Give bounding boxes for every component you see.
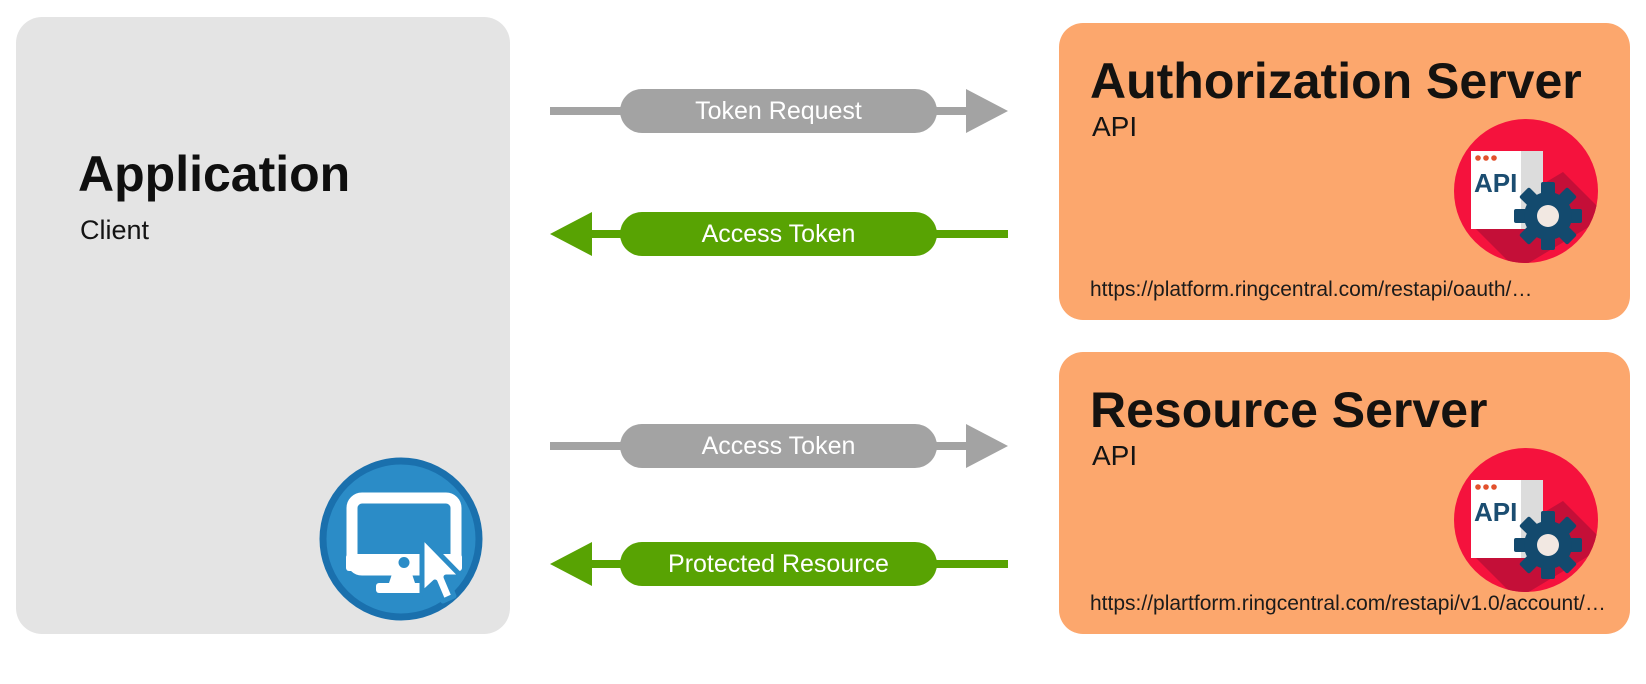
flow-label-protected-resource: Protected Resource bbox=[620, 542, 937, 586]
api-gear-icon bbox=[1451, 116, 1601, 266]
flow-arrow-access-token-send: Access Token bbox=[550, 424, 1008, 468]
application-subtitle: Client bbox=[80, 215, 150, 245]
flow-arrow-protected-resource: Protected Resource bbox=[550, 542, 1008, 586]
resource-server-url: https://plartform.ringcentral.com/restap… bbox=[1090, 592, 1606, 615]
authorization-server-box: Authorization Server API https://platfor… bbox=[1059, 23, 1630, 320]
resource-server-box: Resource Server API https://plartform.ri… bbox=[1059, 352, 1630, 634]
computer-cursor-icon bbox=[316, 454, 486, 624]
arrow-left-icon bbox=[550, 542, 592, 586]
arrow-right-icon bbox=[966, 424, 1008, 468]
application-box: Application Client bbox=[16, 17, 510, 634]
authorization-server-subtitle: API bbox=[1092, 111, 1138, 142]
arrow-left-icon bbox=[550, 212, 592, 256]
api-gear-icon bbox=[1451, 445, 1601, 595]
resource-server-title: Resource Server bbox=[1090, 382, 1488, 438]
application-title: Application bbox=[78, 146, 351, 202]
flow-arrow-token-request: Token Request bbox=[550, 89, 1008, 133]
flow-label-access-token-2: Access Token bbox=[620, 424, 937, 468]
arrow-right-icon bbox=[966, 89, 1008, 133]
flow-arrow-access-token-return: Access Token bbox=[550, 212, 1008, 256]
flow-label-access-token: Access Token bbox=[620, 212, 937, 256]
flow-label-token-request: Token Request bbox=[620, 89, 937, 133]
authorization-server-title: Authorization Server bbox=[1090, 53, 1582, 109]
authorization-server-url: https://platform.ringcentral.com/restapi… bbox=[1090, 278, 1533, 301]
resource-server-subtitle: API bbox=[1092, 440, 1138, 471]
